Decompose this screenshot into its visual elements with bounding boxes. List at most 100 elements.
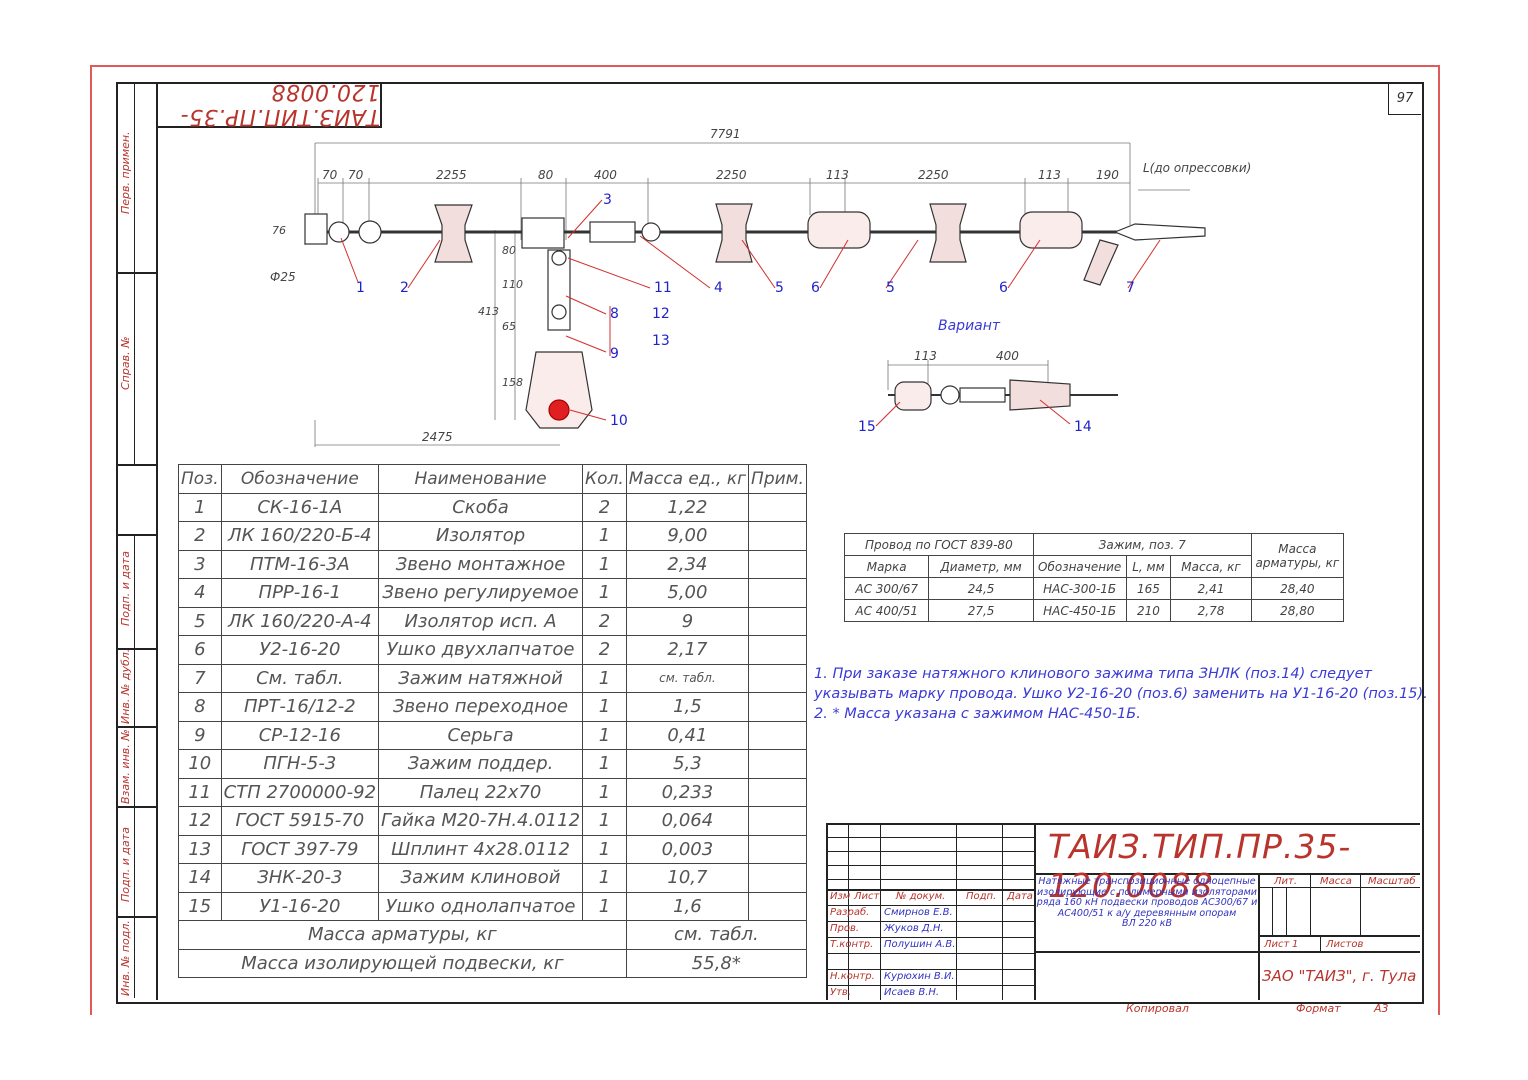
spec-cell: 9: [178, 720, 222, 750]
spec-cell: 1: [582, 834, 627, 864]
callout-4: 4: [714, 280, 723, 296]
note-line: указывать марку провода. Ушко У2-16-20 (…: [814, 686, 1428, 702]
footer-format-value: А3: [1374, 1002, 1389, 1015]
insulator-string: [304, 203, 1206, 429]
spec-cell: [748, 891, 807, 921]
wire-cell: 165: [1125, 577, 1172, 600]
spec-cell: СР-12-16: [220, 720, 380, 750]
tb-role: Н.контр.: [830, 971, 875, 982]
spec-cell: [748, 606, 807, 636]
wire-cell: 2,41: [1170, 577, 1252, 600]
spec-cell: 14: [178, 863, 222, 893]
spec-cell: Палец 22х70: [378, 777, 584, 807]
spec-cell: 11: [178, 777, 222, 807]
sidebar-cell-podp1: Подп. и дата: [116, 534, 156, 650]
spec-cell: 1: [582, 549, 627, 579]
sidebar-cell-vzam: Взам. инв. №: [116, 728, 156, 808]
callout-7: 7: [1126, 280, 1135, 296]
spec-cell: Звено переходное: [378, 692, 584, 722]
tb-role: Утв.: [830, 987, 851, 998]
title-block: ТАИЗ.ТИП.ПР.35-120.0088 Изм Лист № докум…: [826, 823, 1420, 1000]
spec-cell: 1: [582, 806, 627, 836]
spec-cell: [748, 749, 807, 779]
spec-cell: 0,064: [625, 806, 750, 836]
spec-header-cell: Масса ед., кг: [625, 464, 750, 494]
dim-400: 400: [594, 168, 617, 182]
dim-2250a: 2250: [716, 168, 747, 182]
sidebar-stamp: Перв. примен. Справ. № Подп. и дата Инв.…: [116, 82, 158, 1000]
tb-person: Жуков Д.Н.: [884, 923, 944, 934]
wire-h-clamp: Зажим, поз. 7: [1032, 533, 1252, 556]
dim-2475: 2475: [422, 430, 453, 444]
spec-cell: 2,17: [625, 635, 750, 665]
wire-h-l: L, мм: [1125, 555, 1172, 578]
wire-subheader-row: Марка Диаметр, мм Обозначение L, мм Масс…: [843, 555, 1344, 578]
tb-role: Т.контр.: [830, 939, 874, 950]
spec-cell: ЛК 160/220-А-4: [220, 606, 380, 636]
wire-cell: 210: [1125, 599, 1172, 622]
dim-v80: 80: [502, 244, 516, 257]
wire-cell: 28,40: [1250, 577, 1345, 600]
tb-person: Исаев В.Н.: [884, 987, 940, 998]
dim-190: 190: [1096, 168, 1119, 182]
spec-cell: 2: [582, 635, 627, 665]
tb-massa: Масса: [1320, 876, 1352, 887]
spec-cell: [748, 663, 807, 693]
spec-cell: ЛК 160/220-Б-4: [220, 521, 380, 551]
spec-cell: 12: [178, 806, 222, 836]
tb-description: Натяжные транспозиционные одноцепные изо…: [1036, 876, 1258, 929]
spec-cell: [748, 578, 807, 608]
spec-cell: [748, 549, 807, 579]
tb-hdr-list: Лист: [854, 891, 880, 902]
spec-cell: 2: [178, 521, 222, 551]
mass-podveski-value: 55,8*: [625, 948, 807, 978]
drawing-notes: 1. При заказе натяжного клинового зажима…: [814, 664, 1428, 724]
spec-cell: 3: [178, 549, 222, 579]
callout-5b: 5: [886, 280, 895, 296]
spec-cell: 1: [582, 663, 627, 693]
spec-cell: 9,00: [625, 521, 750, 551]
dimension-lines: [304, 142, 1190, 447]
spec-cell: [748, 863, 807, 893]
spec-cell: Шплинт 4х28.0112: [378, 834, 584, 864]
sidebar-cell-podl: Инв. № подл.: [116, 918, 156, 998]
spec-cell: У1-16-20: [220, 891, 380, 921]
spec-cell: 1,6: [625, 891, 750, 921]
spec-cell: 1: [582, 720, 627, 750]
callout-13: 13: [652, 333, 670, 349]
spec-cell: 4: [178, 578, 222, 608]
dim-v65: 65: [502, 320, 516, 333]
spec-cell: Серьга: [378, 720, 584, 750]
spec-cell: [748, 635, 807, 665]
spec-cell: Изолятор: [378, 521, 584, 551]
spec-cell: 10: [178, 749, 222, 779]
wire-h-mass: Масса арматуры, кг: [1250, 533, 1345, 578]
dim-2250b: 2250: [918, 168, 949, 182]
spec-header-cell: Обозначение: [220, 464, 380, 494]
spec-cell: 0,233: [625, 777, 750, 807]
spec-cell: 15: [178, 891, 222, 921]
wire-h-massa: Масса, кг: [1170, 555, 1252, 578]
tb-lit: Лит.: [1274, 876, 1298, 887]
spec-cell: ПТМ-16-3А: [220, 549, 380, 579]
spec-cell: Зажим клиновой: [378, 863, 584, 893]
spec-header-row: Поз. Обозначение Наименование Кол. Масса…: [178, 464, 807, 494]
sidebar-cell-perv: Перв. примен.: [116, 82, 156, 274]
spec-cell: 5,3: [625, 749, 750, 779]
spec-header-cell: Кол.: [582, 464, 627, 494]
spec-total-row: Масса изолирующей подвески, кг 55,8*: [178, 948, 807, 978]
